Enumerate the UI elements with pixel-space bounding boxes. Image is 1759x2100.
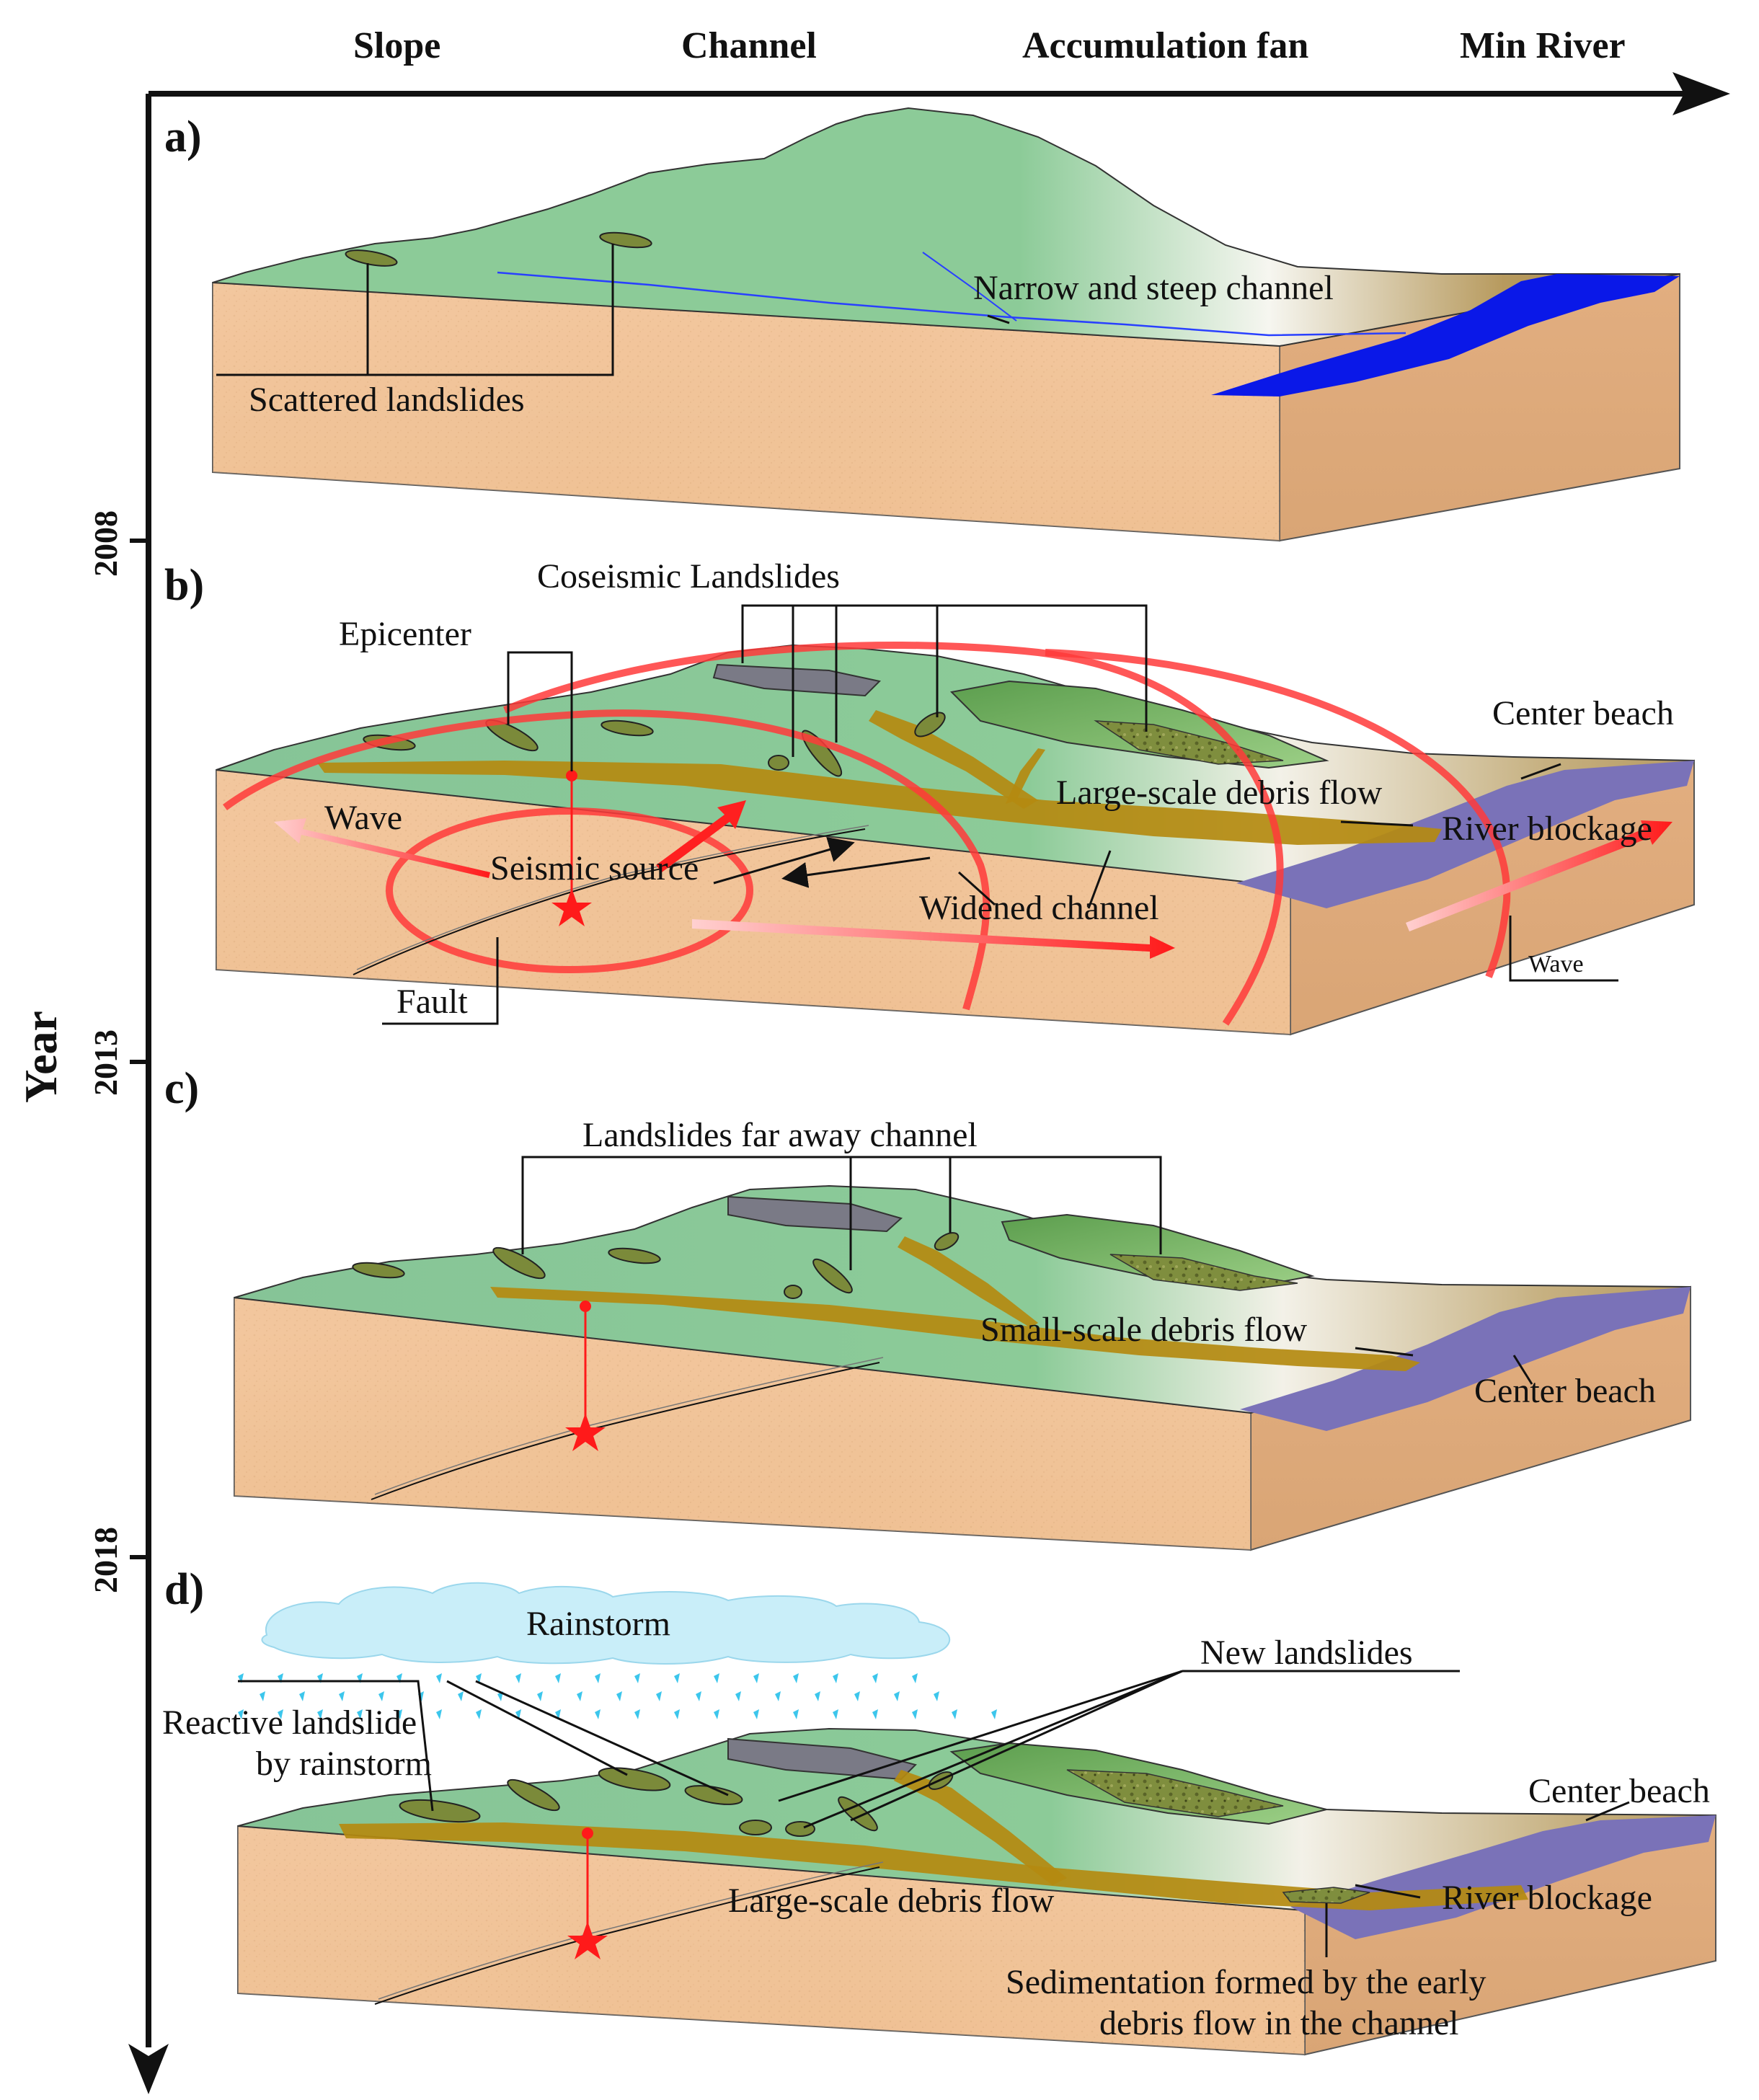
epicenter-label: Epicenter [339, 615, 471, 653]
landslide-icon [598, 1767, 671, 1791]
reactive-landslide-label-2: by rainstorm [256, 1745, 432, 1783]
scattered-landslides-label: Scattered landslides [249, 381, 525, 419]
landslide-icon [684, 1785, 743, 1805]
sedimentation-label-2: debris flow in the channel [1099, 2004, 1459, 2042]
landslide-icon [601, 719, 654, 737]
river-a [1211, 274, 1680, 396]
center-beach-c-label: Center beach [1474, 1372, 1656, 1410]
wave-left-label: Wave [324, 799, 402, 837]
panel-d-label: d) [164, 1565, 204, 1614]
landslide-icon [507, 1778, 560, 1812]
landslide-icon [608, 1247, 661, 1264]
header-min-river: Min River [1460, 25, 1626, 66]
landslide-icon [399, 1799, 481, 1823]
widened-channel-label: Widened channel [919, 889, 1159, 927]
center-beach-d-label: Center beach [1528, 1772, 1710, 1810]
landslide-icon [352, 1262, 405, 1279]
seismic-source-star-icon [551, 888, 592, 926]
reactive-landslide-label-1: Reactive landslide [162, 1704, 417, 1742]
wave-arrow-far-right [1406, 820, 1672, 931]
panel-a-label: a) [164, 112, 202, 161]
landslide-icon [914, 712, 946, 737]
seismic-wave-ring-middle [223, 709, 991, 1011]
river-blockage-d-label: River blockage [1442, 1879, 1652, 1917]
wave-arrow-up [656, 800, 746, 872]
far-away-label: Landslides far away channel [582, 1116, 978, 1154]
panel-b-label: b) [164, 561, 204, 610]
center-beach-b-label: Center beach [1492, 694, 1674, 732]
large-debris-d-label: Large-scale debris flow [728, 1882, 1055, 1920]
time-axis: 2008 2013 2018 Year [15, 72, 1730, 2094]
narrow-channel-label: Narrow and steep channel [973, 269, 1334, 307]
year-axis-label: Year [15, 1011, 66, 1103]
landslide-icon [739, 1820, 772, 1835]
sedimentation-deposit [1282, 1887, 1370, 1904]
landslide-icon [812, 1258, 853, 1294]
seismic-wave-ring-inner [386, 807, 753, 973]
small-debris-label: Small-scale debris flow [980, 1311, 1308, 1349]
seismic-source-star-icon [565, 1413, 606, 1451]
rainstorm-cloud-icon [261, 1582, 951, 1665]
epicenter-dot [580, 1301, 591, 1312]
large-debris-b-label: Large-scale debris flow [1056, 774, 1383, 812]
landslide-icon [345, 249, 398, 267]
new-landslides-label: New landslides [1200, 1634, 1413, 1672]
river-c [1240, 1287, 1691, 1431]
header-accumulation-fan: Accumulation fan [1022, 25, 1308, 66]
fault-label: Fault [396, 983, 468, 1021]
rainstorm-label: Rainstorm [526, 1605, 670, 1643]
landslide-icon [934, 1232, 960, 1251]
year-2013-label: 2013 [87, 1029, 124, 1096]
seismic-source-star-icon [567, 1921, 608, 1959]
coseismic-landslides-label: Coseismic Landslides [537, 557, 840, 595]
panel-b: b) [164, 557, 1695, 1036]
river-blockage-b-label: River blockage [1442, 810, 1652, 848]
wave-arrow-left [274, 818, 490, 878]
panel-c: c) Landslides far away channel Small-sca… [164, 1064, 1691, 1551]
landslide-icon [492, 1246, 546, 1280]
right-arrow-icon [1672, 72, 1730, 115]
panel-a: a) Scattered landslides Narrow and steep… [164, 107, 1680, 542]
debris-flow-b [317, 761, 1442, 845]
debris-flow-d [339, 1822, 1528, 1910]
seismic-source-label: Seismic source [490, 849, 699, 887]
river-b [1236, 761, 1694, 908]
wave-right-label: Wave [1528, 951, 1584, 978]
panel-c-label: c) [164, 1064, 199, 1113]
landslide-icon [784, 1285, 802, 1299]
panel-d: d) [162, 1565, 1716, 2056]
sedimentation-label-1: Sedimentation formed by the early [1006, 1963, 1486, 2001]
header-channel: Channel [681, 25, 817, 66]
down-arrow-icon [128, 2044, 169, 2094]
channel-line-a [497, 271, 1406, 337]
year-2018-label: 2018 [87, 1527, 124, 1593]
wave-arrow-right [692, 919, 1175, 959]
year-2008-label: 2008 [87, 510, 124, 577]
epicenter-dot [566, 770, 577, 781]
terrain-a [212, 107, 1680, 347]
header-slope: Slope [353, 25, 440, 66]
debris-flow-c [490, 1287, 1420, 1371]
epicenter-dot [582, 1827, 593, 1839]
fault-line-b [353, 828, 866, 975]
building-b [712, 663, 882, 697]
landslide-icon [768, 755, 789, 771]
seismic-wave-ring-outer [503, 642, 1284, 1026]
